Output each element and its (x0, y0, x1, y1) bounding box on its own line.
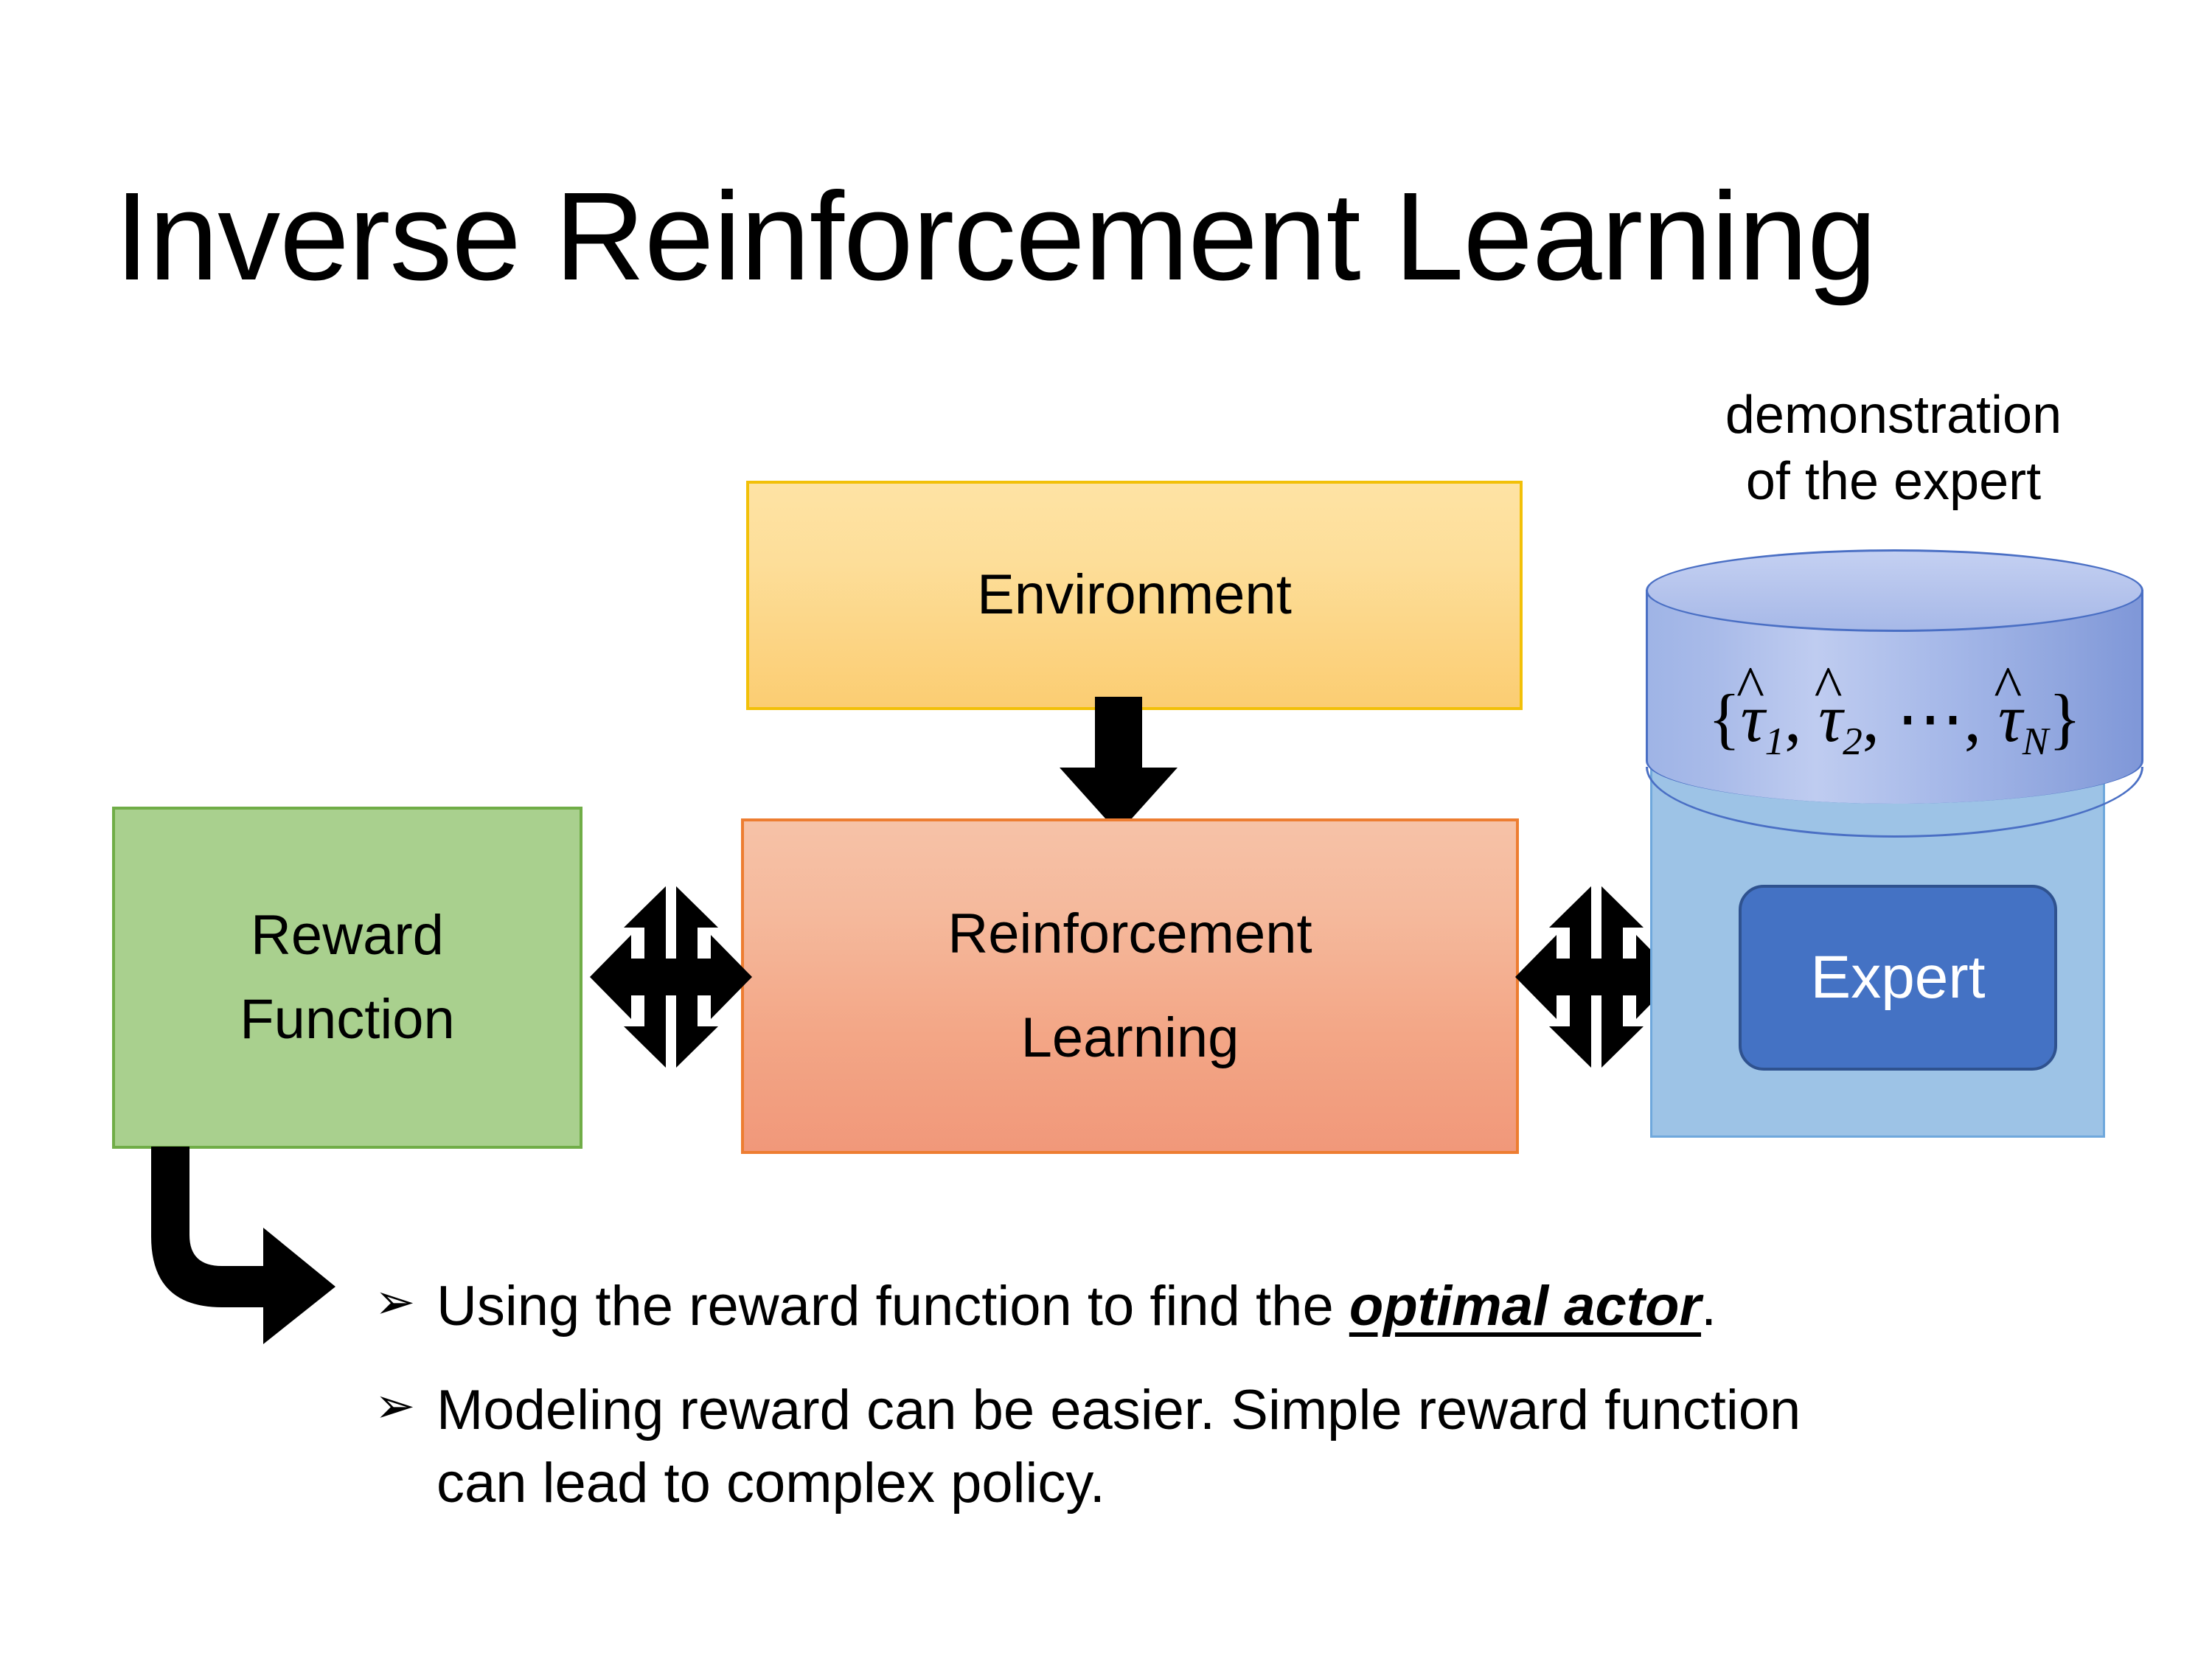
environment-box[interactable]: Environment (746, 481, 1523, 710)
cylinder-bottom-edge (1646, 767, 2143, 838)
expert-label: Expert (1810, 944, 1986, 1011)
bullet-marker-icon: ➢ (375, 1377, 416, 1433)
formula-hat-n: ^ (1994, 654, 2023, 721)
cylinder-top-ellipse (1646, 549, 2143, 632)
demonstration-caption: demonstration of the expert (1635, 382, 2152, 515)
environment-label: Environment (977, 563, 1292, 627)
formula-hat-1: ^ (1736, 654, 1765, 721)
formula-open-brace: { (1708, 681, 1741, 756)
demonstration-caption-line2: of the expert (1745, 452, 2042, 511)
notes-list: ➢ Using the reward function to find the o… (369, 1270, 2094, 1551)
demonstration-caption-line1: demonstration (1725, 386, 2062, 445)
formula-hat-2: ^ (1814, 654, 1843, 721)
page-title: Inverse Reinforcement Learning (114, 167, 1877, 307)
bullet-2-text: Modeling reward can be easier. Simple re… (437, 1378, 1801, 1514)
reward-function-box[interactable]: Reward Function (112, 807, 582, 1149)
trajectory-set-formula: {^τ1, ^τ2, ⋯, ^τN} (1646, 654, 2143, 764)
formula-sep-2: , (1862, 681, 1896, 756)
reinforcement-learning-box[interactable]: Reinforcement Learning (741, 818, 1519, 1154)
expert-box[interactable]: Expert (1739, 885, 2057, 1071)
formula-ellipsis: ⋯ (1896, 681, 1964, 756)
environment-to-rl-arrow-icon (1060, 697, 1178, 833)
reward-function-to-notes-arrow-icon (151, 1147, 394, 1390)
formula-sub-1: 1 (1764, 719, 1785, 764)
demonstration-cylinder-icon: {^τ1, ^τ2, ⋯, ^τN} (1646, 549, 2143, 838)
formula-sep-1: , (1784, 681, 1819, 756)
formula-tau-2: τ (1818, 681, 1843, 756)
bullet-1-prefix: Using the reward function to find the (437, 1275, 1349, 1338)
list-item: ➢ Using the reward function to find the o… (369, 1270, 2094, 1343)
reward-function-rl-link-arrow-icon (590, 885, 752, 1069)
rl-label-line1: Reinforcement (947, 902, 1312, 965)
formula-tau-1: τ (1740, 681, 1765, 756)
formula-tau-n: τ (1997, 681, 2023, 756)
rl-label-line2: Learning (1020, 1006, 1239, 1069)
bullet-marker-icon: ➢ (375, 1274, 416, 1329)
formula-sep-3: , (1964, 681, 1998, 756)
formula-close-brace: } (2048, 681, 2081, 756)
reinforcement-learning-label: Reinforcement Learning (947, 883, 1312, 1090)
formula-sub-2: 2 (1843, 719, 1863, 764)
reward-function-label: Reward Function (240, 894, 455, 1062)
rl-expert-link-arrow-icon (1515, 885, 1677, 1069)
bullet-1-emphasis: optimal actor (1349, 1275, 1702, 1338)
rf-label-line1: Reward (251, 904, 444, 967)
formula-sub-n: N (2022, 719, 2049, 764)
rf-label-line2: Function (240, 988, 455, 1051)
list-item: ➢ Modeling reward can be easier. Simple r… (369, 1374, 1837, 1520)
bullet-1-suffix: . (1701, 1275, 1717, 1338)
